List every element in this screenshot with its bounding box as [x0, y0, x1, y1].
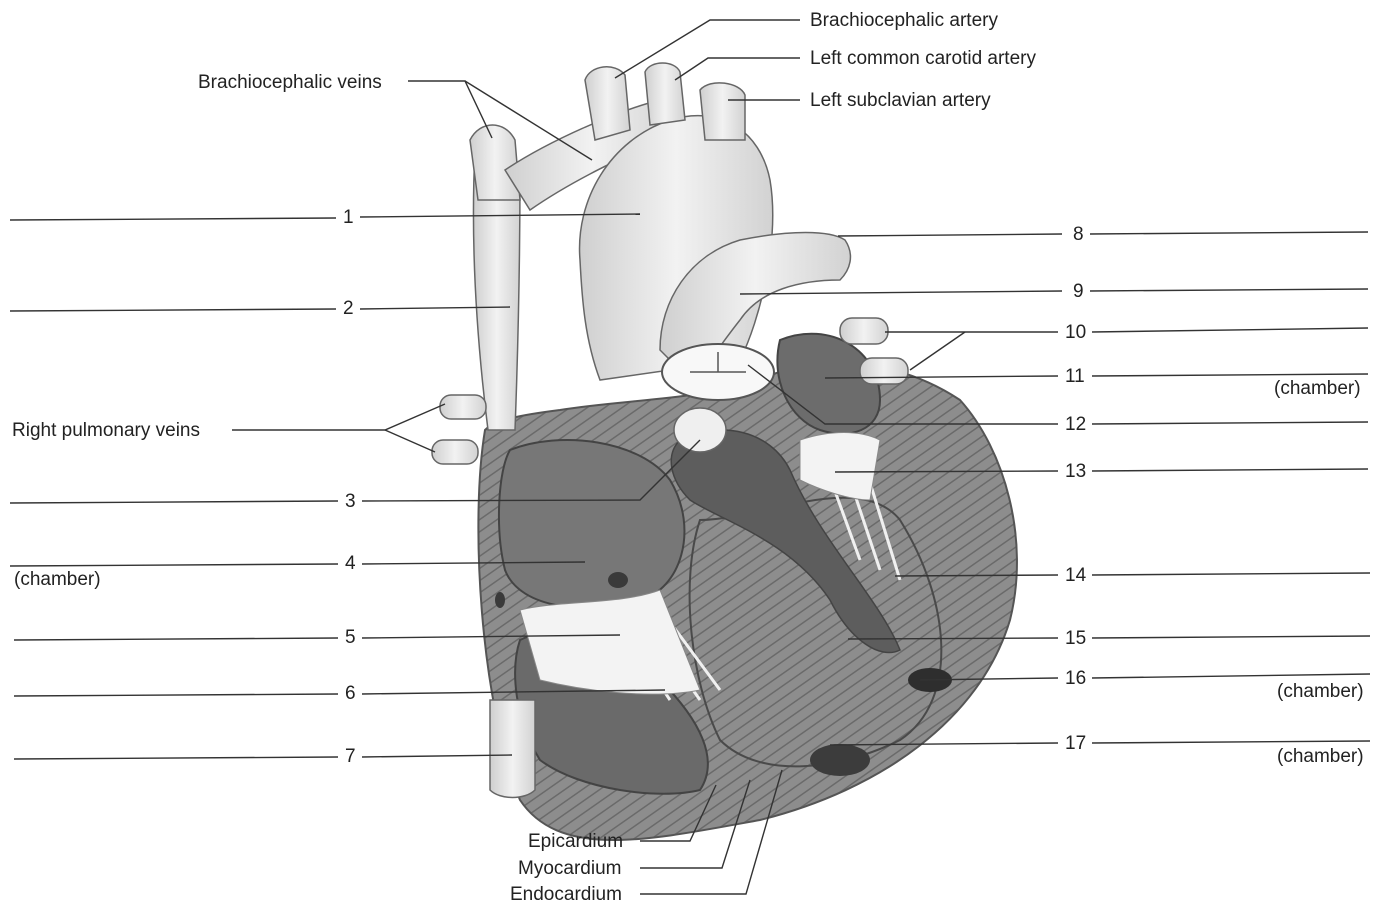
branch-left-subclavian [700, 83, 745, 140]
number-15: 15 [1065, 628, 1086, 649]
number-16: 16 [1065, 668, 1086, 689]
number-3: 3 [345, 491, 356, 512]
label-brachiocephalic-artery: Brachiocephalic artery [810, 10, 998, 31]
label-right-pulmonary-veins: Right pulmonary veins [12, 420, 200, 441]
number-13: 13 [1065, 461, 1086, 482]
chamber-note-17: (chamber) [1277, 746, 1364, 767]
label-left-subclavian: Left subclavian artery [810, 90, 991, 111]
number-8: 8 [1073, 224, 1084, 245]
right-pulmonary-vein-lower [432, 440, 478, 464]
label-epicardium: Epicardium [528, 831, 623, 852]
left-pulmonary-vein-lower [860, 358, 908, 384]
brachiocephalic-vein-right [470, 125, 520, 200]
number-17: 17 [1065, 733, 1086, 754]
leader-right-pulmonary-veins-a [232, 404, 445, 430]
small-opening [495, 592, 505, 608]
pulmonary-valve [674, 408, 726, 452]
number-7: 7 [345, 746, 356, 767]
label-endocardium: Endocardium [510, 884, 622, 905]
papillary-dark-lower [810, 744, 870, 776]
left-pulmonary-vein-upper [840, 318, 888, 344]
right-pulmonary-vein-upper [440, 395, 486, 419]
leader-brachiocephalic-artery [615, 20, 800, 78]
number-1: 1 [343, 207, 354, 228]
number-14: 14 [1065, 565, 1087, 586]
inferior-vena-cava [490, 700, 535, 798]
chamber-note-16: (chamber) [1277, 681, 1364, 702]
branch-left-common-carotid [645, 63, 685, 125]
chamber-note-11: (chamber) [1274, 378, 1361, 399]
label-left-common-carotid: Left common carotid artery [810, 48, 1036, 69]
number-11: 11 [1065, 366, 1085, 387]
right-atrium [499, 440, 684, 608]
label-brachiocephalic-veins: Brachiocephalic veins [198, 72, 382, 93]
number-4: 4 [345, 553, 356, 574]
coronary-sinus-opening [608, 572, 628, 588]
label-myocardium: Myocardium [518, 858, 621, 879]
number-9: 9 [1073, 281, 1084, 302]
number-6: 6 [345, 683, 356, 704]
leader-left-common-carotid [675, 58, 800, 80]
heart-illustration [432, 63, 1017, 840]
number-10: 10 [1065, 322, 1086, 343]
chamber-note-4: (chamber) [14, 569, 101, 590]
number-2: 2 [343, 298, 354, 319]
leader-right-pulmonary-veins-b [385, 430, 435, 452]
number-12: 12 [1065, 414, 1086, 435]
number-5: 5 [345, 627, 356, 648]
